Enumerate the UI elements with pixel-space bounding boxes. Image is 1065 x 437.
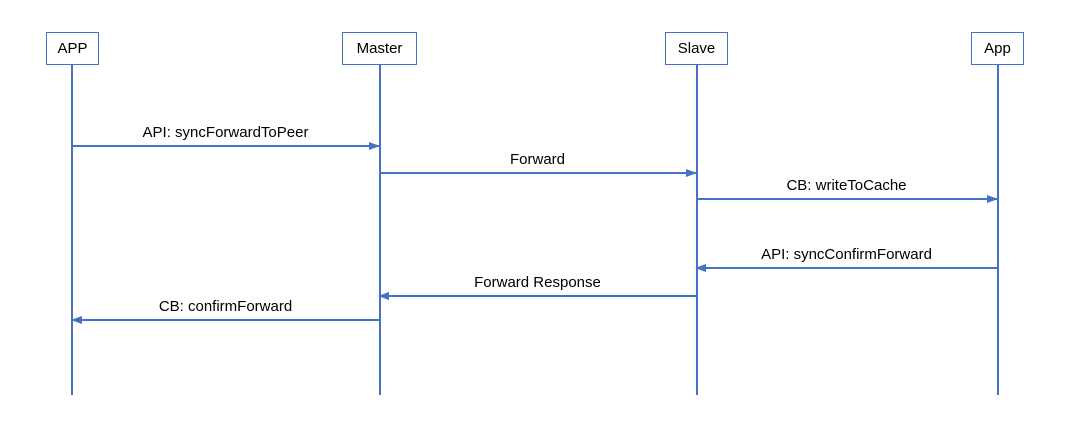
- actor-box-app-left: APP: [46, 32, 99, 65]
- actor-box-slave: Slave: [665, 32, 728, 65]
- message-line: [696, 267, 997, 269]
- lifeline-master: [379, 65, 381, 395]
- message-label: Forward: [509, 151, 565, 168]
- lifeline-slave: [696, 65, 698, 395]
- lifeline-app-left: [71, 65, 73, 395]
- message-line: [72, 145, 379, 147]
- arrowhead-right-icon: [987, 194, 998, 203]
- message-label: CB: writeToCache: [786, 177, 907, 194]
- arrowhead-left-icon: [695, 263, 706, 272]
- lifeline-app-right: [997, 65, 999, 395]
- message-label: Forward Response: [474, 274, 601, 291]
- message-line: [379, 172, 696, 174]
- message-line: [72, 319, 379, 321]
- arrowhead-right-icon: [369, 141, 380, 150]
- message-label: API: syncConfirmForward: [761, 246, 932, 263]
- arrowhead-left-icon: [71, 315, 82, 324]
- actor-box-app-right: App: [971, 32, 1024, 65]
- message-line: [379, 295, 696, 297]
- message-label: API: syncForwardToPeer: [142, 124, 309, 141]
- message-line: [696, 198, 997, 200]
- message-label: CB: confirmForward: [158, 298, 293, 315]
- arrowhead-left-icon: [378, 291, 389, 300]
- arrowhead-right-icon: [686, 168, 697, 177]
- actor-box-master: Master: [342, 32, 417, 65]
